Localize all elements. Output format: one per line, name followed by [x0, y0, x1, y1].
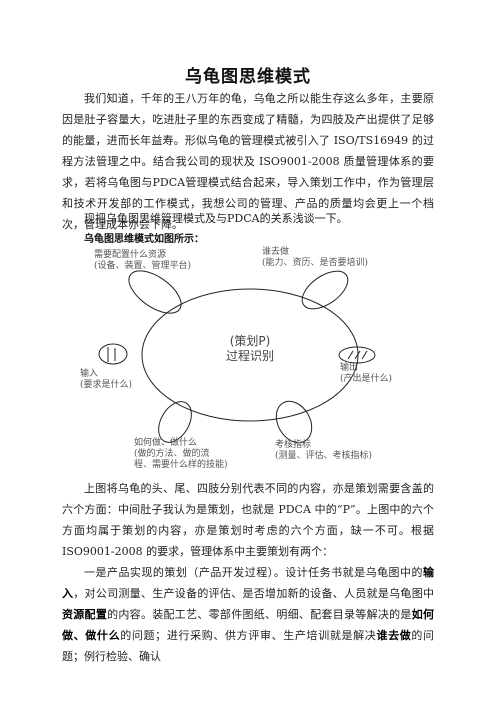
turtle-diagram: (策划P) 过程识别 需要配置什么资源 (设备、装置、管理平台) 谁去做 (能力… [70, 242, 430, 472]
text-run: ，对公司测量、生产设备的评估、是否增加新的设备、人员就是乌龟图中 [73, 587, 434, 600]
turtle-limb-bottom-right [275, 400, 313, 444]
label-line: (做的方法、做的流 [134, 449, 210, 459]
label-line: (能力、资历、是否要培训) [262, 258, 369, 268]
diagram-caption: 乌龟图思维模式如图所示： [84, 234, 204, 245]
page-title: 乌龟图思维模式 [185, 67, 311, 87]
turtle-tail-right-mark [347, 350, 354, 360]
text-run: 的问题；进行采购、供方评审、生产培训就是解决 [120, 629, 377, 642]
label-line: 需要配置什么资源 [94, 250, 167, 260]
turtle-head-left [98, 343, 128, 365]
text-run: 的内容。装配工艺、零部件图纸、明细、配套目录等解决的是 [107, 608, 412, 621]
label-line: (要求是什么) [80, 380, 133, 390]
label-kpi: 考核指标 (测量、评估、考核指标) [275, 440, 372, 462]
turtle-limb-top-left [128, 270, 182, 314]
text-run: 的问题；例行检验、确认 [62, 629, 435, 663]
label-line: (测量、评估、考核指标) [275, 451, 373, 461]
keyword-who: 谁去做 [376, 629, 412, 642]
label-line: 如何做、做什么 [134, 438, 198, 448]
label-how: 如何做、做什么 (做的方法、做的流 程、需要什么样的技能) [134, 438, 228, 471]
center-label-line: 过程识别 [225, 349, 274, 363]
diagram-center-label: (策划P) 过程识别 [205, 334, 295, 364]
turtle-tail-right-mark [354, 350, 361, 360]
turtle-limb-bottom-left [158, 401, 192, 443]
label-line: (设备、装置、管理平台) [94, 261, 192, 271]
turtle-tail-right-mark [361, 350, 368, 360]
keyword-how: 如何做、做什么 [62, 608, 434, 642]
label-line: 输入 [80, 369, 99, 379]
explanation-paragraph: 上图将乌龟的头、尾、四肢分别代表不同的内容，亦是策划需要含盖的六个方面：中间肚子… [62, 482, 434, 558]
label-resources: 需要配置什么资源 (设备、装置、管理平台) [94, 250, 191, 272]
text-run: 一是产品实现的策划（产品开发过程）。设计任务书就是乌龟图中的 [84, 566, 423, 579]
label-input: 输入 (要求是什么) [80, 369, 132, 391]
label-line: 考核指标 [275, 440, 312, 450]
label-output: 输出 (产出是什么) [340, 363, 392, 385]
label-line: 程、需要什么样的技能) [134, 460, 228, 470]
turtle-limb-top-right [301, 270, 349, 310]
planning-paragraph: 一是产品实现的策划（产品开发过程）。设计任务书就是乌龟图中的输入，对公司测量、生… [62, 562, 434, 667]
label-who: 谁去做 (能力、资历、是否要培训) [262, 247, 368, 269]
label-line: 谁去做 [262, 247, 290, 257]
turtle-tail-right [338, 346, 376, 364]
turtle-diagram-svg [98, 270, 376, 444]
label-line: (产出是什么) [340, 374, 393, 384]
center-label-line: (策划P) [229, 334, 271, 348]
keyword-resources: 资源配置 [62, 608, 108, 621]
keyword-input: 输入 [62, 566, 434, 600]
intro-paragraph: 我们知道，千年的王八万年的龟，乌龟之所以能生存这么多年，主要原因是肚子容量大，吃… [62, 92, 434, 231]
intro-paragraph-2: 现把乌龟图思维管理模式及与PDCA的关系浅谈一下。 [84, 212, 348, 225]
label-line: 输出 [340, 363, 359, 373]
